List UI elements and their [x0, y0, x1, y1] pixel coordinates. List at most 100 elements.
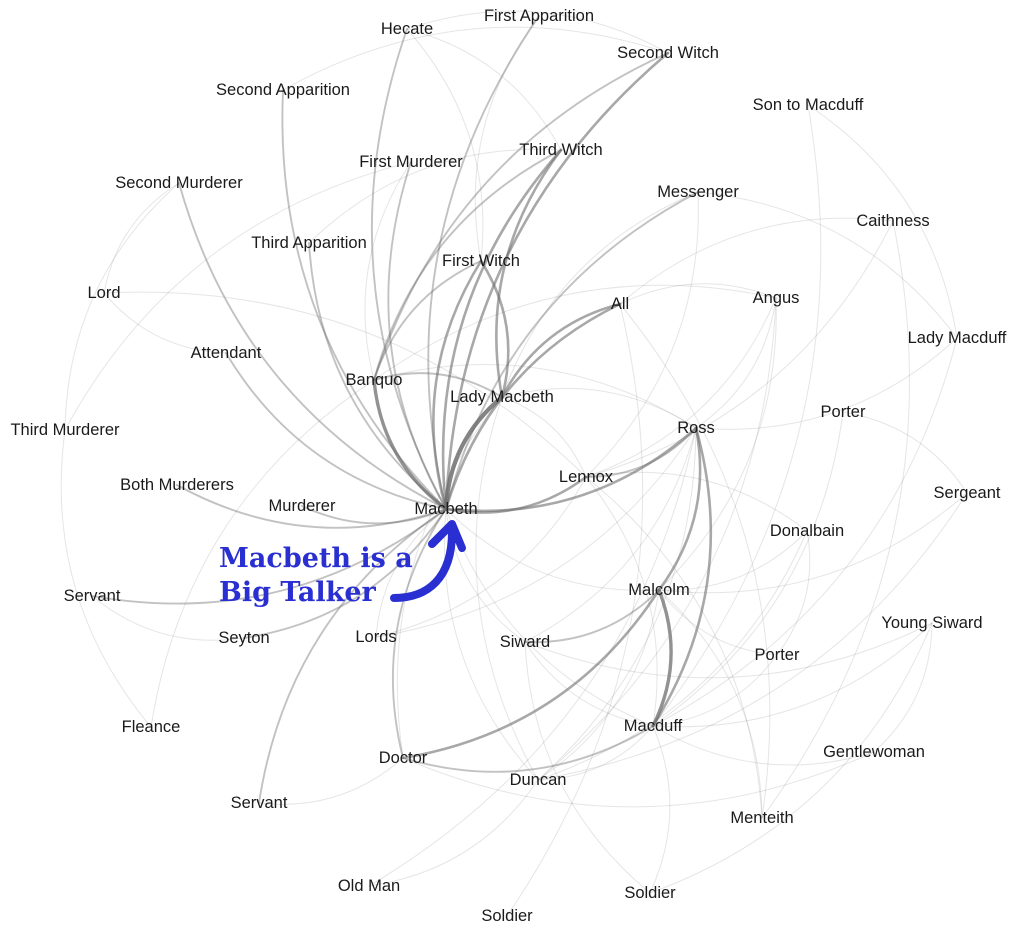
annotation-arrow-icon [390, 528, 456, 602]
edge-macbeth-banquo [372, 378, 448, 511]
node-label-first-murderer: First Murderer [359, 153, 463, 171]
node-label-servant-1: Servant [64, 587, 121, 605]
edge-attendant-lord [103, 292, 227, 354]
edge-porter_1-sergeant [842, 411, 968, 494]
edge-macbeth-lady_macbeth [443, 394, 505, 512]
node-label-macduff: Macduff [624, 717, 683, 735]
node-label-menteith: Menteith [730, 809, 793, 827]
edge-seyton-servant_1 [91, 595, 245, 641]
edge-banquo-fleance [150, 379, 375, 728]
edge-ross-duncan [537, 427, 697, 781]
edge-banquo-first_murderer [364, 161, 412, 381]
edge-lady_macbeth-lennox [501, 396, 587, 478]
edge-macbeth-servant_2 [258, 508, 447, 804]
edge-hecate-first_witch [406, 28, 484, 262]
edge-lady_macbeth-first_witch [479, 259, 510, 399]
node-label-duncan: Duncan [510, 771, 567, 789]
edge-lords-ross [375, 427, 697, 638]
edge-macduff-duncan [537, 725, 654, 781]
node-label-gentlewoman: Gentlewoman [823, 743, 925, 761]
edge-hecate-second_witch [406, 10, 669, 54]
edge-malcolm-duncan [537, 589, 660, 781]
edge-lady_macbeth-messenger [501, 191, 699, 398]
edge-macduff-gentlewoman [652, 725, 875, 766]
edge-macduff-doctor [402, 725, 654, 773]
edge-lady_macduff-son_to_macduff [807, 104, 958, 339]
edge-doctor-gentlewoman [402, 751, 875, 808]
edge-lady_macbeth-all [500, 302, 622, 399]
edge-macduff-porter_1 [652, 411, 844, 727]
edge-all-angus [619, 283, 777, 305]
edge-ross-lennox [585, 427, 697, 478]
node-label-messenger: Messenger [657, 183, 739, 201]
edge-siward-soldier_1 [524, 641, 651, 894]
node-label-third-murderer: Third Murderer [10, 421, 120, 439]
node-label-seyton: Seyton [218, 629, 269, 647]
node-label-porter-1: Porter [821, 403, 866, 421]
edge-lennox-angus [585, 297, 777, 478]
edge-lady_macbeth-doctor [396, 396, 503, 759]
edge-doctor-servant_2 [258, 757, 404, 805]
edge-banquo-ross [373, 364, 697, 429]
edge-ross-lady_macduff [695, 337, 958, 430]
edge-banquo-first_witch [373, 260, 482, 381]
edge-ross-old_man [368, 427, 697, 887]
node-label-lord: Lord [87, 284, 120, 302]
edge-macbeth-hecate [371, 28, 447, 510]
node-label-banquo: Banquo [346, 371, 403, 389]
node-label-fleance: Fleance [122, 718, 181, 736]
node-label-lords: Lords [355, 628, 396, 646]
node-label-lady-macduff: Lady Macduff [908, 329, 1007, 347]
node-label-murderer: Murderer [269, 497, 336, 515]
node-label-ross: Ross [677, 419, 715, 437]
edge-lady_macbeth-third_witch [495, 148, 563, 399]
edge-lady_macbeth-banquo [373, 372, 503, 398]
edge-malcolm-doctor [401, 588, 661, 760]
node-label-first-apparition: First Apparition [484, 7, 594, 25]
edge-all-caithness [619, 217, 894, 305]
annotation: Macbeth is a Big Talker [219, 520, 466, 608]
edge-ross-angus [695, 297, 777, 429]
annotation-line-1: Macbeth is a [219, 543, 413, 574]
edge-macbeth-murderer [301, 505, 447, 525]
edge-ross-macduff [651, 426, 713, 728]
edge-all-soldier_2 [506, 303, 644, 917]
edge-banquo-third_witch [373, 149, 562, 381]
node-label-third-witch: Third Witch [519, 141, 602, 159]
edge-lennox-menteith [585, 476, 763, 819]
edge-macbeth-third_apparition [308, 242, 447, 510]
node-label-lady-macbeth: Lady Macbeth [450, 388, 554, 406]
node-label-all: All [611, 295, 629, 313]
edge-second_murderer-lord [103, 182, 180, 294]
node-label-porter-2: Porter [755, 646, 800, 664]
edge-fleance-third_murderer [60, 429, 152, 728]
edge-ross-siward [524, 427, 697, 643]
edge-banquo-second_witch [373, 52, 669, 381]
node-label-doctor: Doctor [379, 749, 428, 767]
edge-macbeth-second_apparition [281, 89, 447, 510]
edge-lennox-donalbain [585, 471, 808, 532]
node-label-third-apparition: Third Apparition [251, 234, 367, 252]
edge-macbeth-first_witch [432, 259, 483, 511]
node-label-lennox: Lennox [559, 468, 614, 486]
node-label-both-murderers: Both Murderers [120, 476, 234, 494]
edge-malcolm-menteith [658, 589, 763, 819]
edge-macbeth-duncan [443, 508, 539, 781]
edge-hecate-third_witch [406, 28, 562, 151]
edge-macbeth-both_murderers [176, 484, 447, 529]
node-label-soldier-2: Soldier [481, 907, 533, 925]
edge-macduff-lady_macduff [652, 337, 958, 727]
edge-ross-malcolm [657, 426, 702, 592]
edge-macduff-porter_2 [652, 654, 778, 727]
edge-soldier_1-young_siward [649, 622, 933, 894]
edge-macduff-siward [524, 641, 654, 727]
node-label-second-apparition: Second Apparition [216, 81, 350, 99]
edge-first_murderer-third_murderer [64, 161, 412, 431]
edge-siward-young_siward [524, 622, 933, 679]
edge-macduff-lennox [585, 476, 658, 727]
edge-macbeth-first_apparition [427, 15, 540, 510]
edge-layer [60, 10, 968, 917]
edge-old_man-duncan [368, 779, 539, 887]
